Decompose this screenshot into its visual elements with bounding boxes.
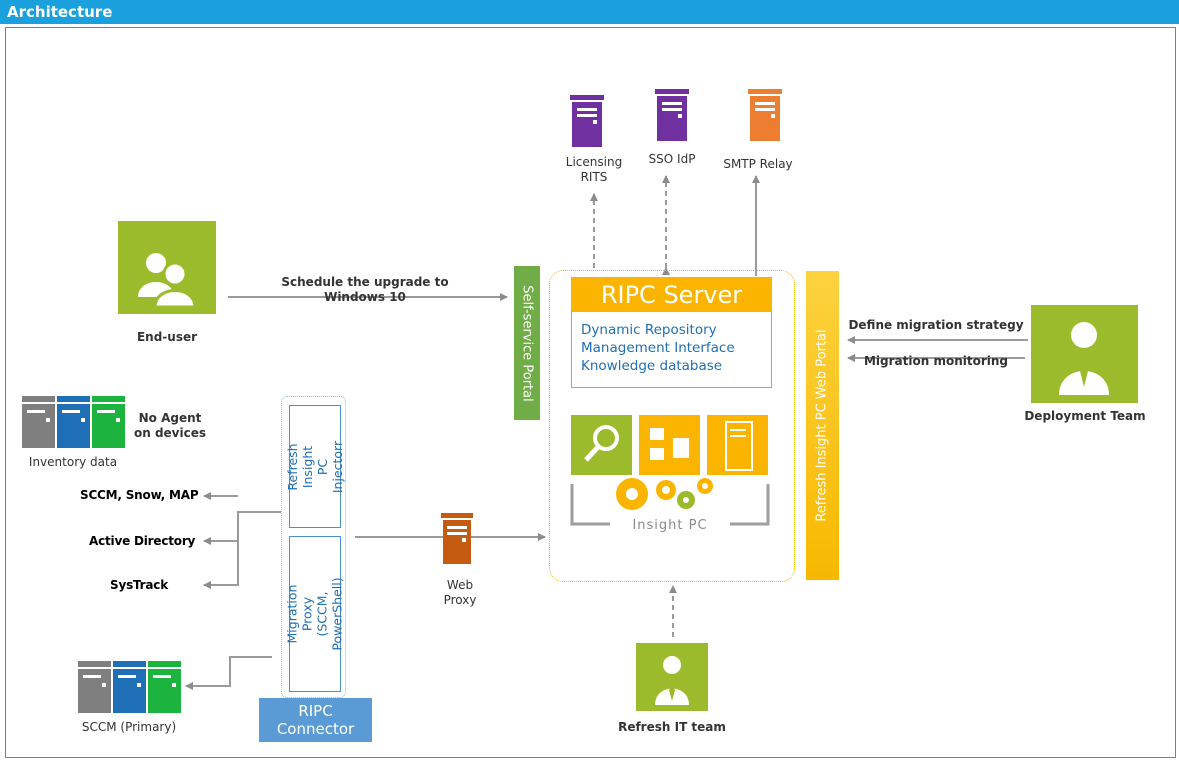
ripc-server-title: RIPC Server [571,277,772,312]
injector-box: Refresh Insight PC Injectorr [285,405,345,528]
ripc-connector-label: RIPC Connector [276,702,355,738]
deployment-team-icon [1031,305,1138,403]
inventory-servers-icon [22,396,125,448]
web-proxy-server-icon [441,513,473,564]
connector-frame [281,396,346,698]
migration-proxy-label: Migration Proxy (SCCM, PowerShell) [285,577,346,651]
self-service-label: Self-service Portal [519,284,535,402]
monitoring-label: Migration monitoring [863,354,1009,368]
sccm-primary-label: SCCM (Primary) [81,720,177,734]
web-portal-label: Refresh Insight PC Web Portal [815,329,830,522]
arrow-sccm-primary [185,656,272,690]
web-proxy-label: Web Proxy [443,578,477,607]
licensing-label: Licensing RITS [565,155,623,184]
define-strategy-label: Define migration strategy [848,318,1024,332]
self-service-portal[interactable]: Self-service Portal [514,266,540,420]
refresh-it-label: Refresh IT team [618,720,726,734]
ripc-server-frame [549,270,795,582]
smtp-server-icon [748,89,782,141]
integration-systrack: SysTrack [110,578,168,592]
search-icon [571,415,632,475]
header-bar: Architecture [0,0,1179,24]
page-title: Architecture [7,3,113,21]
feature-line: Knowledge database [581,358,723,374]
feature-line: Dynamic Repository [581,322,717,338]
feature-line: Management Interface [581,340,735,356]
workflow-icon [639,415,700,475]
end-user-label: End-user [136,330,198,344]
smtp-label: SMTP Relay [723,157,793,171]
inventory-caption: Inventory data [28,455,118,469]
arrow-systrack [203,512,239,589]
sso-label: SSO IdP [648,152,696,166]
refresh-it-icon [636,643,708,711]
insight-pc-caption: Insight PC [632,518,708,533]
end-user-icon [118,221,216,314]
web-portal[interactable]: Refresh Insight PC Web Portal [806,271,839,580]
bracket-integrations [237,511,281,585]
integration-active-directory: Active Directory [89,534,196,548]
ripc-server-features: Dynamic Repository Management Interface … [571,311,772,388]
migration-proxy-box: Migration Proxy (SCCM, PowerShell) [285,536,345,692]
server-tile-icon [707,415,768,475]
sccm-primary-servers-icon [78,661,181,713]
no-agent-label: No Agent on devices [133,411,207,440]
licensing-server-icon [570,95,604,147]
injector-label: Refresh Insight PC Injectorr [285,440,346,493]
ripc-connector-button[interactable]: RIPC Connector [259,698,372,742]
deployment-team-label: Deployment Team [1024,409,1146,423]
schedule-label: Schedule the upgrade to Windows 10 [281,275,449,304]
integration-sccm-snow: SCCM, Snow, MAP [80,488,199,502]
sso-server-icon [655,89,689,141]
diagram-frame [5,27,1176,758]
insight-pc-logo [570,415,770,532]
